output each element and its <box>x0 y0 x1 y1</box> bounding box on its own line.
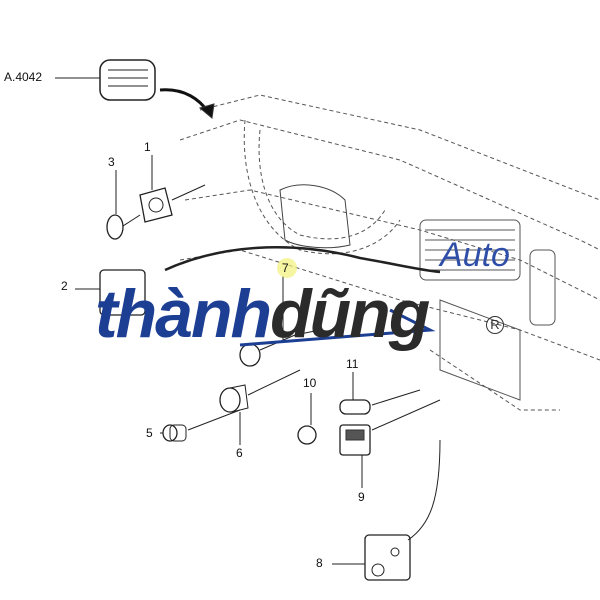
callout-2: 2 <box>61 279 68 293</box>
logo-part1: thành <box>95 276 272 352</box>
callout-7: 7 <box>282 261 289 275</box>
callout-a4042: A.4042 <box>4 70 43 84</box>
watermark-logo: thànhdũng <box>95 280 430 348</box>
logo-auto: Auto <box>440 236 510 274</box>
callout-10: 10 <box>303 376 317 390</box>
callout-11: 11 <box>346 357 359 371</box>
callout-6: 6 <box>236 446 243 460</box>
registered-mark: R <box>486 316 504 334</box>
callout-9: 9 <box>358 490 365 504</box>
callout-5: 5 <box>146 426 153 440</box>
callout-8: 8 <box>316 556 323 570</box>
callout-3: 3 <box>108 155 115 169</box>
callout-1: 1 <box>144 140 151 154</box>
logo-part2: dũng <box>270 276 430 352</box>
